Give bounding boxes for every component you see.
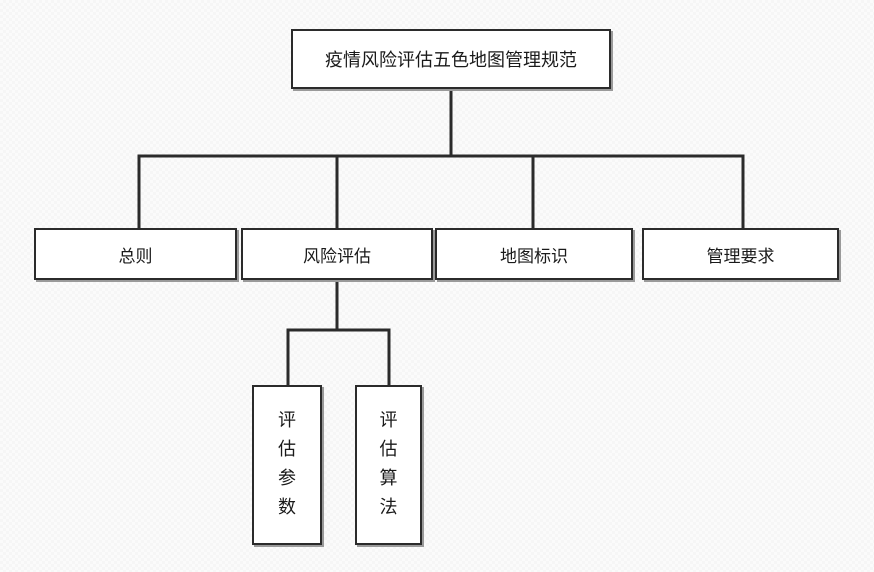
root-node-label: 疫情风险评估五色地图管理规范 bbox=[325, 50, 577, 71]
node-assessment-parameters: 评估参数 bbox=[252, 385, 322, 545]
node-assessment-algorithm: 评估算法 bbox=[355, 385, 422, 545]
node-map-marking: 地图标识 bbox=[435, 228, 633, 280]
node-risk-assessment: 风险评估 bbox=[241, 228, 433, 280]
node-general-provisions-label: 总则 bbox=[118, 246, 153, 267]
node-management-requirements-label: 管理要求 bbox=[706, 246, 775, 267]
node-general-provisions: 总则 bbox=[34, 228, 237, 280]
node-assessment-algorithm-label: 评估算法 bbox=[379, 410, 398, 518]
node-risk-assessment-label: 风险评估 bbox=[303, 246, 371, 267]
node-management-requirements: 管理要求 bbox=[642, 228, 839, 280]
node-assessment-parameters-label: 评估参数 bbox=[277, 410, 296, 518]
root-node: 疫情风险评估五色地图管理规范 bbox=[291, 29, 611, 89]
node-map-marking-label: 地图标识 bbox=[500, 246, 568, 267]
